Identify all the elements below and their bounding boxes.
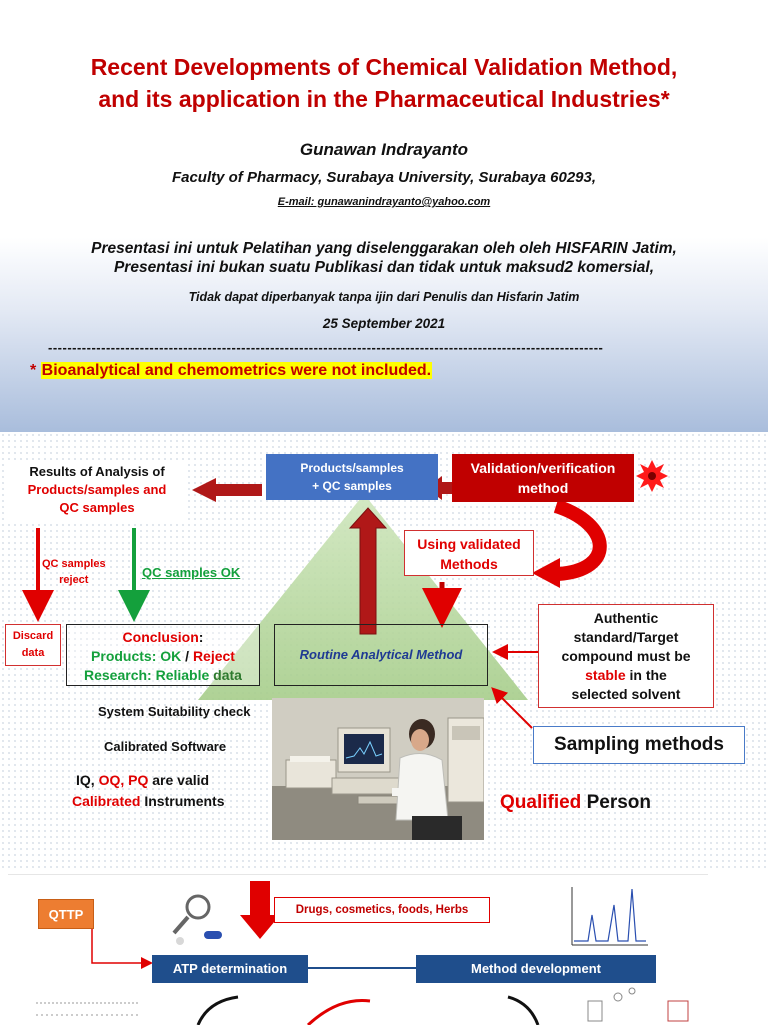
routine-method-box: Routine Analytical Method — [274, 624, 488, 686]
author-name: Gunawan Indrayanto — [299, 140, 469, 159]
results-line-2: Products/samples and — [27, 482, 167, 497]
stable-word: stable — [585, 667, 626, 683]
conclusion-reliable: Reliable — [155, 667, 210, 683]
chromatogram-icon — [571, 887, 648, 946]
date-text: 25 September 2021 — [322, 316, 446, 331]
footnote-highlight: Bioanalytical and chemometrics were not … — [40, 362, 433, 379]
method-development-box: Method development — [416, 955, 656, 983]
sampling-methods-label: Sampling methods — [554, 734, 724, 755]
title-slide-header: Recent Developments of Chemical Validati… — [0, 0, 768, 432]
notice-line-3: Tidak dapat diperbanyak tanpa ijin dari … — [188, 290, 580, 304]
using-validated-box: Using validated Methods — [404, 530, 534, 576]
using-line-2: Methods — [440, 556, 498, 572]
notice-line-1: Presentasi ini untuk Pelatihan yang dise… — [91, 240, 677, 257]
qc-reject-line-2: reject — [59, 574, 89, 586]
atp-workflow-fragment: QTTP Drugs, cosmetics, foods, Herbs ATP … — [8, 874, 708, 1025]
calibrated-software-label: Calibrated Software — [104, 739, 227, 754]
qualified-person-label: Qualified Person — [500, 792, 651, 813]
sampling-methods-box: Sampling methods — [533, 726, 745, 764]
using-line-1: Using validated — [417, 536, 521, 552]
results-line-1: Results of Analysis of — [29, 464, 165, 479]
atp-label: ATP determination — [172, 961, 288, 976]
validation-workflow-diagram: Results of Analysis of Products/samples … — [0, 432, 768, 870]
conclusion-ok: OK — [160, 648, 182, 664]
conclusion-products-label: Products: — [91, 648, 161, 664]
products-line-2: + QC samples — [312, 479, 392, 493]
bottom-arrows-layer — [36, 881, 689, 1025]
validation-line-2: method — [517, 480, 569, 496]
qc-reject-label: QC samples reject — [42, 556, 106, 588]
title-line-2: and its application in the Pharmaceutica… — [98, 86, 670, 112]
qttp-label: QTTP — [48, 907, 84, 922]
magnifier-pills-icon — [172, 894, 222, 945]
discard-line-2: data — [21, 647, 45, 659]
drugs-box: Drugs, cosmetics, foods, Herbs — [274, 897, 490, 923]
lab-technician-photo — [272, 698, 484, 840]
conclusion-box: Conclusion: Products: OK / Reject Resear… — [66, 624, 260, 686]
qttp-box: QTTP — [38, 899, 94, 929]
conclusion-data: data — [209, 667, 242, 683]
system-suitability-label: System Suitability check — [98, 704, 251, 719]
separator-dashes: ----------------------------------------… — [48, 340, 604, 355]
iq-oq-pq-label: IQ, OQ, PQ are valid — [76, 772, 210, 788]
validation-box: Validation/verification method — [452, 454, 634, 502]
lab-glassware-icon — [587, 987, 689, 1022]
results-box: Results of Analysis of Products/samples … — [8, 460, 186, 520]
drugs-label: Drugs, cosmetics, foods, Herbs — [295, 904, 469, 916]
products-box: Products/samples + QC samples — [266, 454, 438, 500]
conclusion-title: Conclusion — [122, 629, 199, 645]
authentic-standard-box: Authentic standard/Target compound must … — [538, 604, 714, 708]
title-line-1: Recent Developments of Chemical Validati… — [90, 54, 678, 80]
discard-box: Discard data — [5, 624, 61, 666]
results-line-3: QC samples — [59, 500, 135, 515]
qc-reject-line-1: QC samples — [42, 558, 106, 570]
products-line-1: Products/samples — [300, 461, 404, 475]
up-arrow — [348, 507, 388, 635]
qc-ok-label: QC samples OK — [142, 565, 241, 580]
method-development-label: Method development — [470, 961, 601, 976]
atp-determination-box: ATP determination — [152, 955, 308, 983]
footnote-star: * — [30, 362, 41, 379]
arrows-layer — [22, 460, 668, 729]
email-link[interactable]: E-mail: gunawanindrayanto@yahoo.com — [277, 196, 491, 208]
notice-line-2: Presentasi ini bukan suatu Publikasi dan… — [113, 259, 655, 276]
arrow-to-results — [192, 478, 262, 502]
conclusion-reject: Reject — [192, 648, 235, 664]
footnote: * Bioanalytical and chemometrics were no… — [30, 362, 433, 380]
starburst-icon — [636, 460, 668, 492]
calibrated-instruments-label: Calibrated Instruments — [72, 793, 225, 809]
discard-line-1: Discard — [12, 630, 54, 642]
conclusion-research-label: Research: — [84, 667, 156, 683]
data-points-icon — [36, 1002, 138, 1016]
routine-method-label: Routine Analytical Method — [299, 647, 463, 662]
affiliation: Faculty of Pharmacy, Surabaya University… — [171, 169, 597, 186]
validation-line-1: Validation/verification — [470, 460, 616, 476]
lab-computer-illustration-icon — [272, 698, 484, 840]
